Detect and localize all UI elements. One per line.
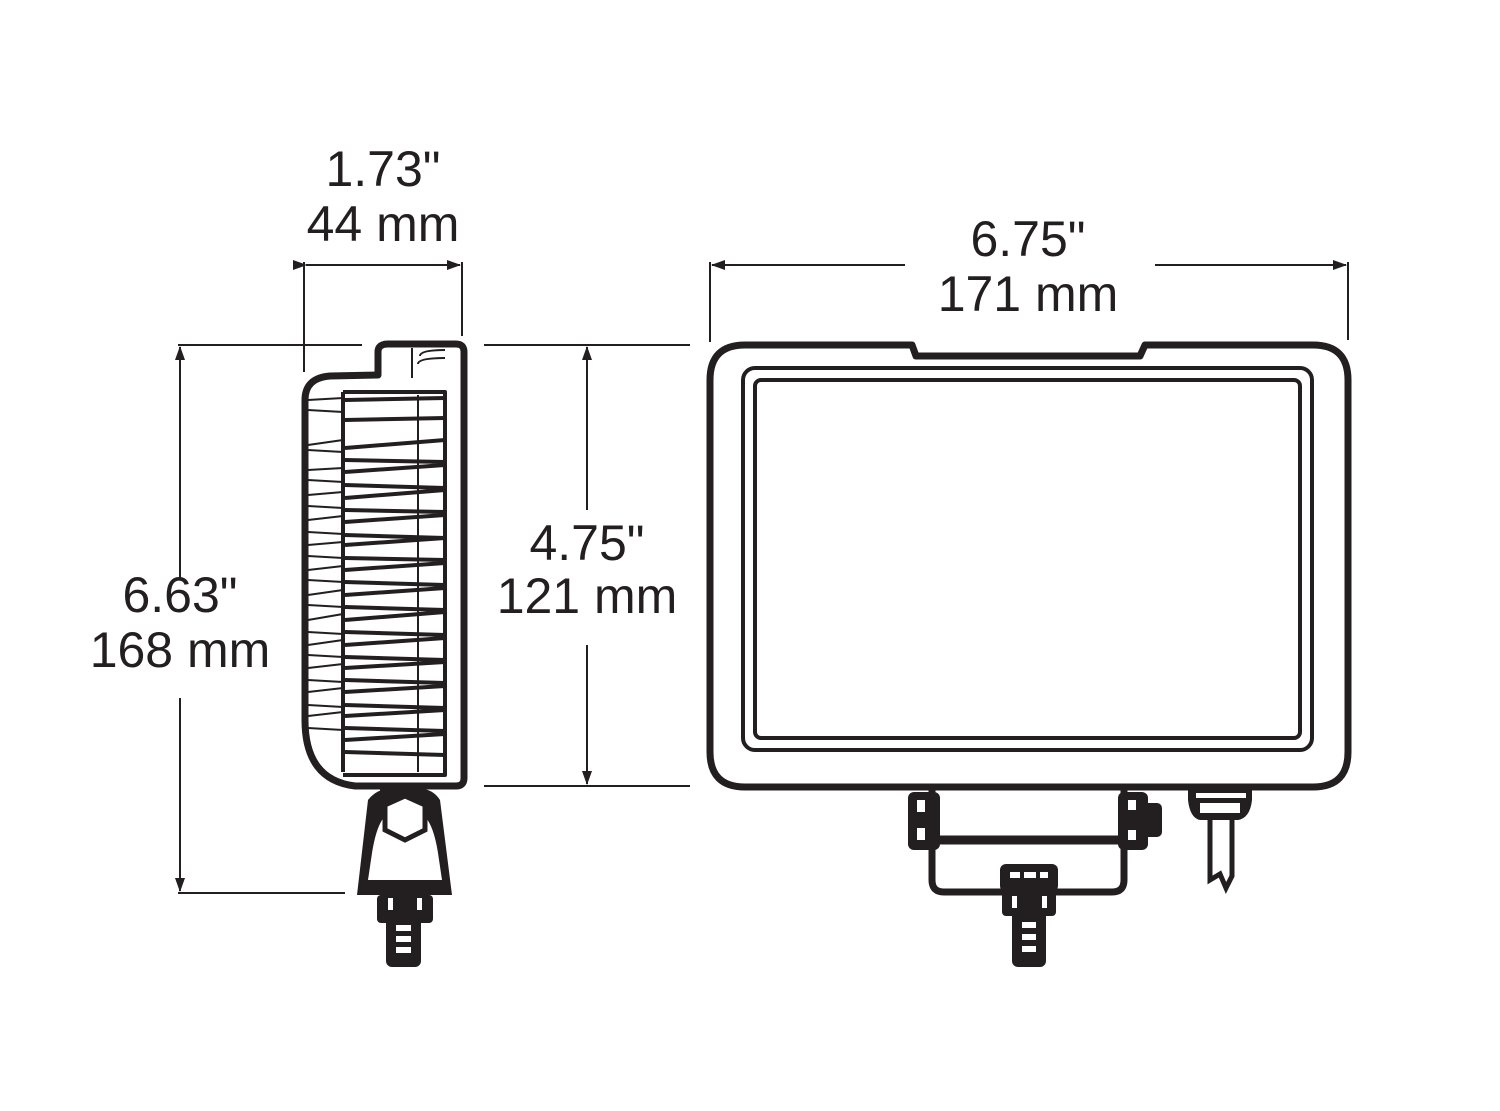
lens-height-mm: 121 mm bbox=[497, 568, 678, 624]
width-inches: 6.75" bbox=[970, 211, 1085, 267]
depth-mm: 44 mm bbox=[307, 196, 460, 252]
front-view bbox=[706, 341, 1352, 967]
overall-height-mm: 168 mm bbox=[90, 622, 271, 678]
lens-height-dimension: 4.75" 121 mm bbox=[484, 344, 690, 787]
width-dimension: 6.75" 171 mm bbox=[709, 211, 1349, 342]
depth-dimension: 1.73" 44 mm bbox=[293, 141, 463, 372]
front-mount-bracket bbox=[908, 790, 1162, 967]
lens-height-inches: 4.75" bbox=[529, 515, 644, 571]
side-view bbox=[301, 340, 468, 967]
overall-height-inches: 6.63" bbox=[122, 567, 237, 623]
power-cord bbox=[1188, 790, 1252, 894]
overall-height-dimension: 6.63" 168 mm bbox=[90, 344, 362, 894]
side-mount-bracket bbox=[357, 788, 452, 967]
lens-bezel bbox=[741, 366, 1314, 752]
width-mm: 171 mm bbox=[938, 266, 1119, 322]
side-fins bbox=[307, 396, 446, 757]
lens bbox=[753, 378, 1302, 740]
depth-inches: 1.73" bbox=[325, 141, 440, 197]
housing-outline bbox=[706, 341, 1352, 791]
